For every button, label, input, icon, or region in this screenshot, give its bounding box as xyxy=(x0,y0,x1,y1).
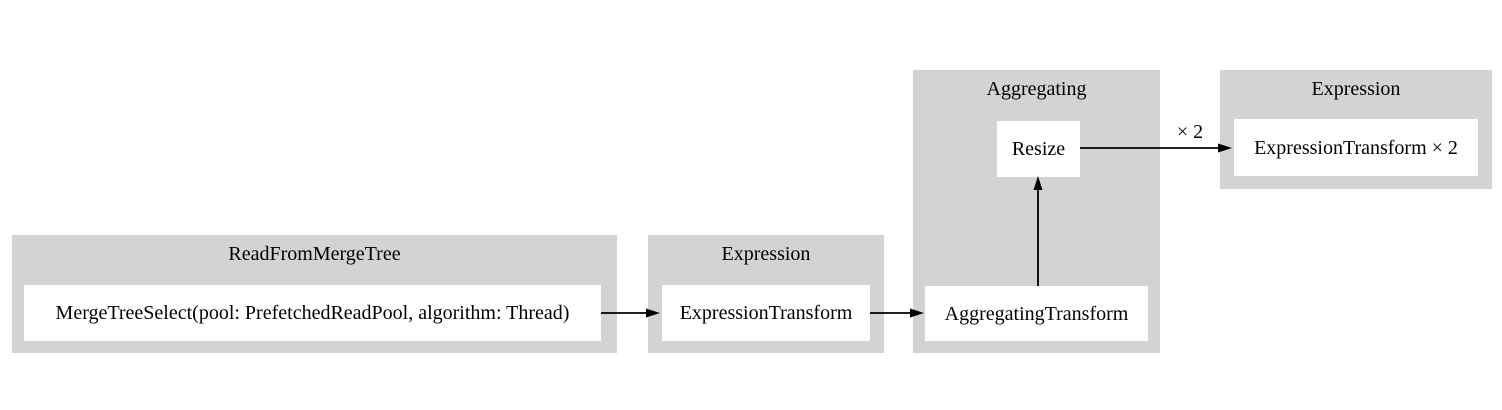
node-mergetreeselect-label: MergeTreeSelect(pool: PrefetchedReadPool… xyxy=(55,302,570,324)
cluster-aggregating: Aggregating Resize AggregatingTransform xyxy=(913,70,1160,353)
cluster-expression-1: Expression ExpressionTransform xyxy=(648,235,884,353)
cluster-aggregating-label: Aggregating xyxy=(986,78,1087,100)
node-expressiontransform-2-label: ExpressionTransform × 2 xyxy=(1254,136,1458,159)
cluster-readfrommergetree-label: ReadFromMergeTree xyxy=(228,243,401,265)
node-expressiontransform-2: ExpressionTransform × 2 xyxy=(1234,119,1478,176)
node-aggregatingtransform: AggregatingTransform xyxy=(925,286,1148,341)
node-aggregatingtransform-label: AggregatingTransform xyxy=(944,302,1129,325)
cluster-expression-1-label: Expression xyxy=(721,243,811,265)
edge-multiplier-label: × 2 xyxy=(1176,121,1204,143)
node-mergetreeselect: MergeTreeSelect(pool: PrefetchedReadPool… xyxy=(24,285,601,341)
cluster-expression-2: Expression ExpressionTransform × 2 xyxy=(1220,70,1492,189)
cluster-readfrommergetree: ReadFromMergeTree MergeTreeSelect(pool: … xyxy=(12,235,617,353)
node-expressiontransform-1-label: ExpressionTransform xyxy=(679,302,853,324)
node-expressiontransform-1: ExpressionTransform xyxy=(662,285,870,341)
cluster-expression-2-label: Expression xyxy=(1311,78,1401,100)
node-resize: Resize xyxy=(997,121,1080,177)
node-resize-label: Resize xyxy=(1011,138,1066,160)
